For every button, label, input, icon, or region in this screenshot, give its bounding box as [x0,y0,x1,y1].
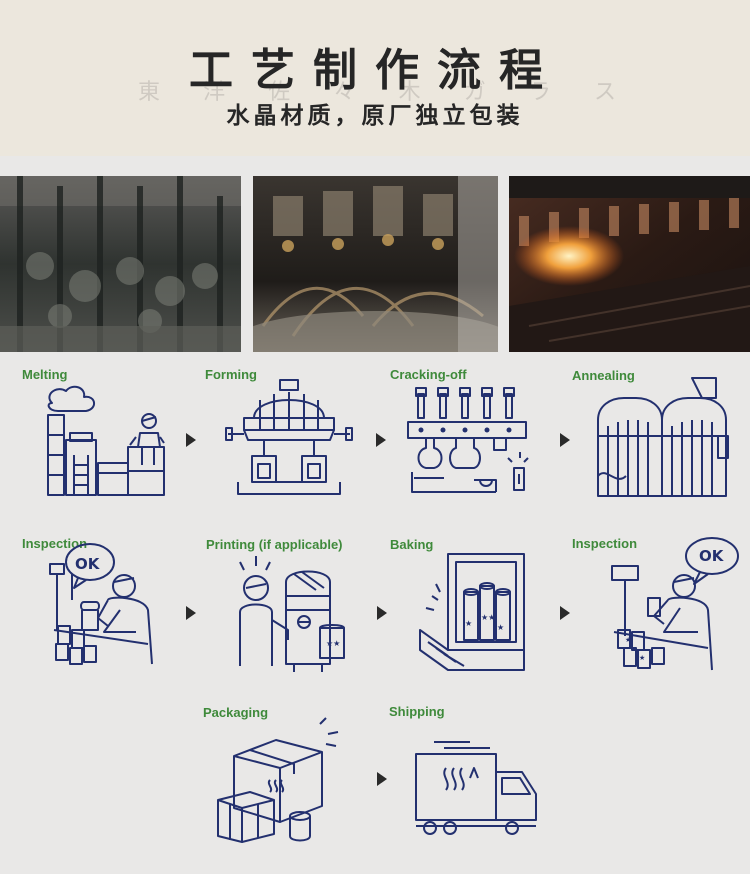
watermark-char: 木 [398,80,423,105]
melting-furnace-icon [38,385,168,500]
delivery-truck-icon [414,738,538,836]
flow-arrow [376,433,386,447]
brand-watermark: 東 洋 佐 々 木 ガ ラ ス [138,74,618,106]
inspection-worker-icon: OK [48,540,158,670]
flow-arrow [377,772,387,786]
svg-text:★: ★ [639,654,645,662]
ok-badge: OK [75,555,100,573]
flow-arrow [186,606,196,620]
annealing-oven-icon [596,376,730,500]
inspection-ok-worker-icon: ★ ★ OK [608,536,742,674]
watermark-char: 佐 [268,80,293,105]
page-title: 工艺制作流程 [189,45,561,96]
watermark-char: 洋 [203,80,228,105]
step-label-shipping: Shipping [389,704,445,719]
forming-machine-icon [224,378,354,496]
factory-machinery-photo [0,176,241,352]
svg-text:★: ★ [465,619,472,628]
step-label-printing: Printing (if applicable) [206,537,343,552]
watermark-char: ス [593,80,618,105]
svg-text:★★: ★★ [326,639,340,648]
svg-text:★: ★ [497,623,504,632]
svg-text:★★: ★★ [481,613,495,622]
step-label-inspection: Inspection [22,536,88,551]
packaging-box-icon [216,716,340,843]
step-label-packaging: Packaging [203,705,269,720]
watermark-char: ガ [463,80,488,105]
step-label-inspection-2: Inspection [572,536,638,551]
forming-machine-photo [253,176,498,352]
step-label-annealing: Annealing [572,368,635,383]
svg-text:★: ★ [625,636,631,644]
ok-badge: OK [699,547,724,565]
flow-arrow [377,606,387,620]
flow-arrow [560,433,570,447]
watermark-char: 東 [138,80,163,105]
step-label-cracking-off: Cracking-off [390,367,467,382]
watermark-char: 々 [333,80,358,105]
step-label-baking: Baking [390,537,434,552]
cracking-off-machine-icon [404,387,530,498]
step-label-forming: Forming [205,367,257,382]
printing-machine-icon: ★★ [234,554,350,672]
flow-arrow [560,606,570,620]
header-banner: 東 洋 佐 々 木 ガ ラ ス 工艺制作流程 水晶材质，原厂独立包装 [0,0,750,156]
step-label-melting: Melting [22,367,68,382]
page-subtitle: 水晶材质，原厂独立包装 [226,103,524,129]
flow-arrow [186,433,196,447]
watermark-char: ラ [528,80,553,105]
baking-oven-icon: ★ ★★ ★ [418,552,530,680]
flame-annealing-photo [509,176,750,352]
